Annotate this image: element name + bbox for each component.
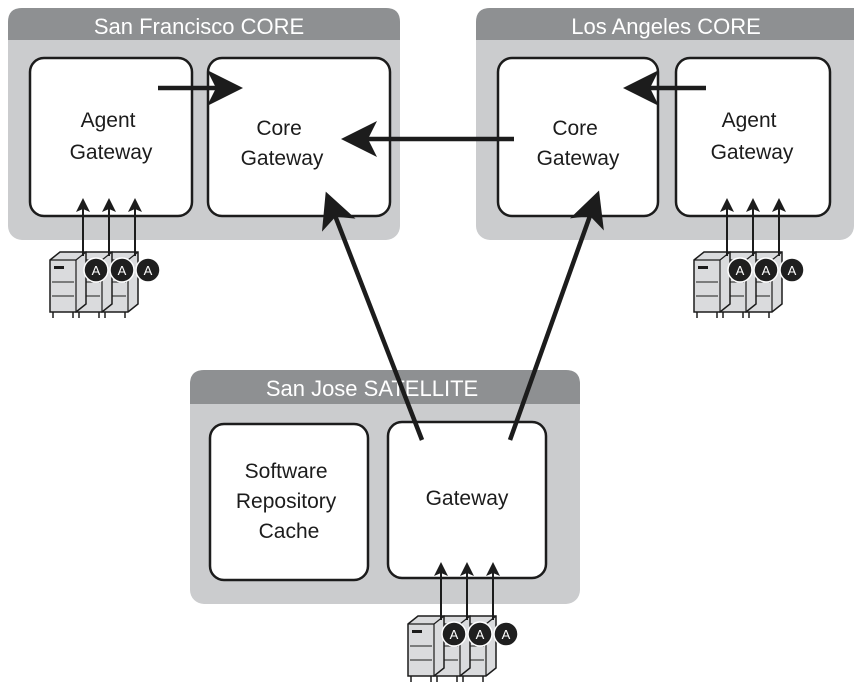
agent-badge: A — [727, 257, 753, 283]
agent-badge: A — [467, 621, 493, 647]
connections — [158, 70, 706, 441]
agent-badge: A — [493, 621, 519, 647]
svg-text:A: A — [788, 263, 797, 278]
agent-badge: A — [83, 257, 109, 283]
svg-text:A: A — [476, 627, 485, 642]
region-san-jose-header — [190, 370, 580, 404]
server-icon — [407, 615, 445, 682]
sj-gateway-to-la-core-arrow — [507, 190, 604, 441]
agent-gateway-label: Agent Gateway — [70, 109, 153, 164]
svg-text:A: A — [92, 263, 101, 278]
region-title: San Francisco CORE — [94, 14, 304, 39]
region-san-jose: San Jose SATELLITE Software Repository C… — [190, 370, 580, 604]
agent-badge: A — [779, 257, 805, 283]
software-repository-cache-label: Software Repository Cache — [236, 460, 342, 543]
region-san-francisco-header — [8, 8, 400, 40]
region-los-angeles: Los Angeles CORE Core Gateway Agent Gate… — [476, 8, 854, 240]
sj-gateway-to-sf-core-arrow — [321, 191, 425, 441]
region-san-francisco: San Francisco CORE Agent Gateway Core Ga… — [8, 8, 400, 240]
agent-gateway-label: Agent Gateway — [711, 109, 794, 164]
server-icon — [693, 251, 731, 318]
software-repository-cache-node — [208, 422, 370, 582]
region-title: San Jose SATELLITE — [266, 376, 478, 401]
region-title: Los Angeles CORE — [571, 14, 761, 39]
agent-badge: A — [109, 257, 135, 283]
agent-gateway-node — [28, 56, 194, 218]
svg-text:A: A — [736, 263, 745, 278]
server-icon — [49, 251, 87, 318]
svg-text:A: A — [502, 627, 511, 642]
svg-text:A: A — [762, 263, 771, 278]
region-los-angeles-header — [476, 8, 854, 40]
gateway-label: Gateway — [426, 487, 509, 510]
svg-text:A: A — [450, 627, 459, 642]
agent-badge: A — [135, 257, 161, 283]
svg-text:A: A — [118, 263, 127, 278]
agent-badge: A — [753, 257, 779, 283]
agent-badge: A — [441, 621, 467, 647]
svg-text:A: A — [144, 263, 153, 278]
agent-gateway-node — [674, 56, 832, 218]
core-gateway-label: Core Gateway — [537, 117, 620, 170]
core-gateway-label: Core Gateway — [241, 117, 324, 170]
